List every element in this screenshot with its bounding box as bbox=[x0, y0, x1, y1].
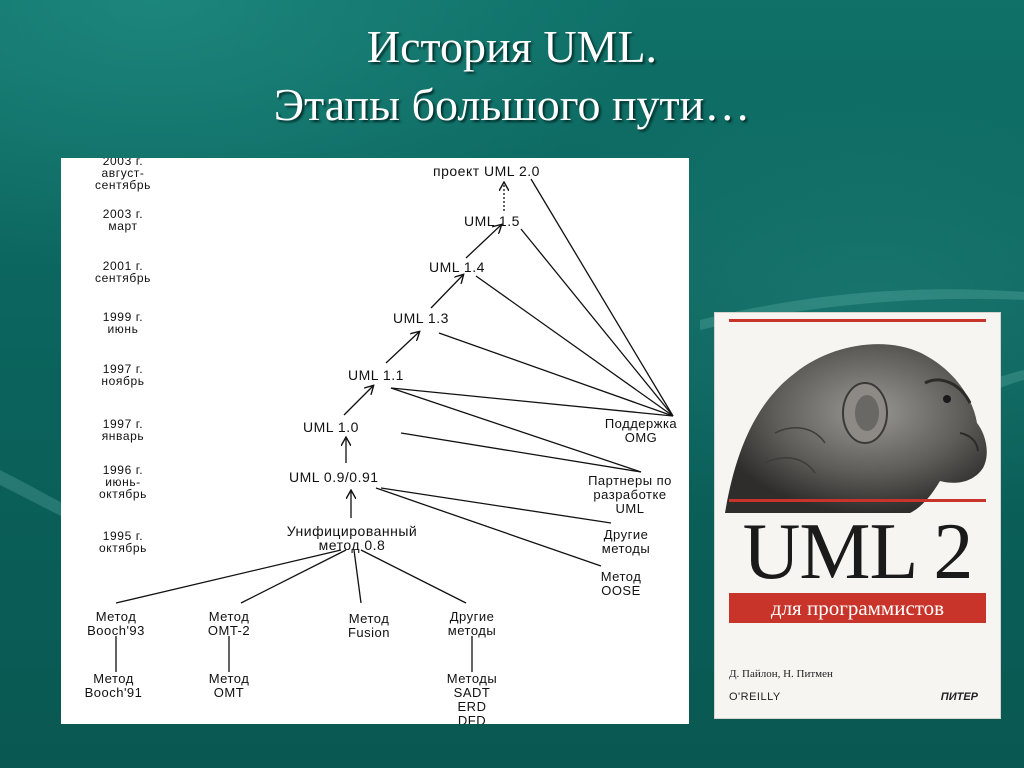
method-fusion: Метод Fusion bbox=[347, 611, 391, 640]
node-uml-2-0: проект UML 2.0 bbox=[433, 163, 540, 179]
date-label: 1996 г.июнь-октябрь bbox=[98, 463, 148, 501]
method-booch93: Метод Booch'93 bbox=[87, 609, 145, 638]
node-uml-1-5: UML 1.5 bbox=[464, 213, 520, 229]
book-subtitle: для программистов bbox=[729, 593, 986, 623]
method-booch91: Метод Booch'91 bbox=[84, 671, 143, 700]
source-partners: Партнеры по разработке UML bbox=[588, 473, 672, 516]
book-mid-rule bbox=[729, 499, 986, 502]
book-top-rule bbox=[729, 319, 986, 322]
date-label: 1999 г.июнь bbox=[102, 310, 144, 336]
slide-title-line1: История UML. bbox=[366, 21, 658, 72]
node-uml-1-0: UML 1.0 bbox=[303, 419, 359, 435]
date-label: 1997 г.январь bbox=[101, 417, 145, 443]
node-unified-method: Унифицированный метод 0.8 bbox=[286, 523, 418, 553]
slide-title-line2: Этапы большого пути… bbox=[273, 79, 751, 130]
publisher-piter: ПИТЕР bbox=[940, 691, 978, 703]
publisher-oreilly: O'REILLY bbox=[729, 691, 781, 703]
source-other-methods: Другие методы bbox=[601, 527, 651, 556]
node-uml-0-9: UML 0.9/0.91 bbox=[289, 469, 379, 485]
method-omt2: Метод OMT-2 bbox=[207, 609, 251, 638]
uml-history-diagram: 2003 г.август-сентябрь 2003 г.март 2001 … bbox=[61, 158, 689, 724]
slide-title: История UML. Этапы большого пути… bbox=[0, 18, 1024, 134]
diagram-connectors bbox=[115, 178, 674, 672]
source-omg: Поддержка OMG bbox=[604, 416, 678, 445]
source-oose: Метод OOSE bbox=[600, 569, 642, 598]
node-uml-1-1: UML 1.1 bbox=[348, 367, 404, 383]
date-label: 2001 г.сентябрь bbox=[95, 259, 151, 285]
date-label: 1997 г.ноябрь bbox=[101, 362, 145, 388]
date-label: 2003 г.март bbox=[102, 207, 144, 233]
chimpanzee-illustration bbox=[725, 344, 987, 513]
date-label: 2003 г.август-сентябрь bbox=[95, 158, 151, 192]
method-other: Другие методы bbox=[447, 609, 497, 638]
method-sadt-erd-dfd: Методы SADT ERD DFD bbox=[446, 671, 498, 725]
node-uml-1-4: UML 1.4 bbox=[429, 259, 485, 275]
book-title: UML 2 bbox=[742, 508, 974, 596]
method-omt: Метод OMT bbox=[208, 671, 250, 700]
date-label: 1995 г.октябрь bbox=[98, 529, 148, 555]
book-cover: UML 2 для программистов Д. Пайлон, Н. Пи… bbox=[714, 312, 1001, 719]
node-uml-1-3: UML 1.3 bbox=[393, 310, 449, 326]
book-authors: Д. Пайлон, Н. Питмен bbox=[729, 668, 833, 680]
